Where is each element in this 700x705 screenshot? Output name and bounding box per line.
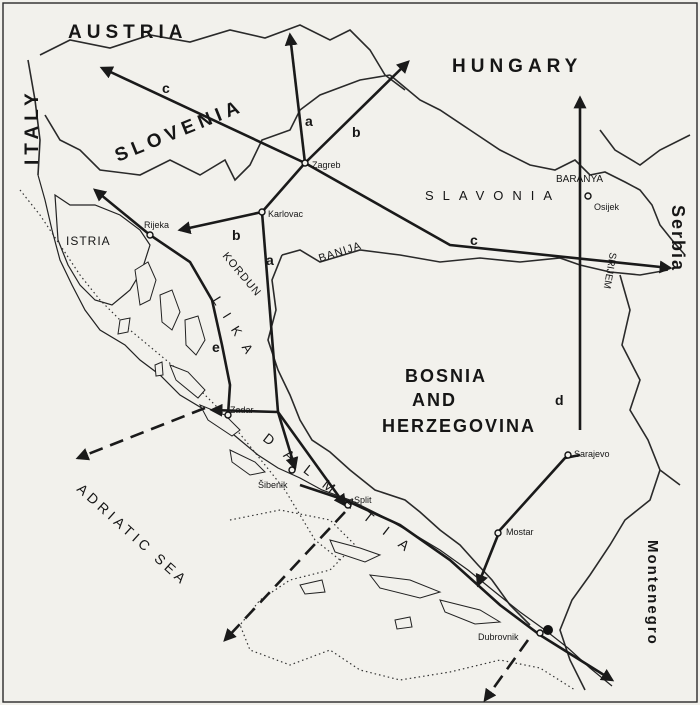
dubrovnik-label: Dubrovnik	[478, 632, 519, 642]
route-d-south	[475, 453, 581, 588]
route-a-north	[284, 32, 307, 164]
route-arrows	[92, 32, 673, 682]
bosnia-croatia-west-border	[267, 254, 531, 626]
italy-border	[27, 59, 41, 176]
slavonia-label: SLAVONIA	[425, 188, 561, 203]
hungary-east-border	[599, 129, 691, 166]
karlovac-label: Karlovac	[268, 209, 304, 219]
sibenik-label: Šibenik	[258, 480, 288, 490]
sea-route-split	[223, 511, 346, 642]
route-a-label-north: a	[305, 113, 313, 129]
route-a-label-south: a	[266, 252, 274, 268]
adriatic-sea-label: ADRIATIC SEA	[74, 480, 192, 588]
route-a-south	[260, 211, 280, 413]
serbia-label: Serbia	[668, 205, 688, 272]
and-label: AND	[412, 390, 457, 410]
bosnia-east-border	[619, 274, 681, 486]
sea-route-dubrovnik	[483, 639, 530, 703]
baranya-label: BARANYA	[556, 174, 603, 185]
italy-label: ITALY	[22, 88, 43, 165]
sarajevo-dot	[564, 451, 572, 459]
herzegovina-label: HERZEGOVINA	[382, 416, 536, 436]
bosnia-croatia-north-border	[281, 249, 669, 276]
border-point-marker	[543, 625, 553, 635]
austria-label: AUSTRIA	[68, 22, 187, 43]
istria-label: ISTRIA	[66, 234, 111, 248]
karlovac-dot	[258, 208, 266, 216]
sea-route-zadar	[75, 406, 206, 461]
osijek-dot	[584, 192, 592, 200]
route-d-label: d	[555, 392, 564, 408]
route-c-label-east: c	[470, 232, 478, 248]
route-a-split	[276, 411, 347, 508]
route-b-southwest	[261, 162, 306, 213]
route-c-northwest	[99, 66, 306, 165]
route-c-label-west: c	[162, 80, 170, 96]
mainland-coastline	[37, 174, 613, 687]
sarajevo-label: Sarajevo	[574, 449, 610, 459]
route-b-karlovac-rijeka	[177, 210, 263, 235]
istria-coast	[54, 193, 151, 306]
zagreb-label: Zagreb	[312, 160, 341, 170]
zagreb-dot	[301, 159, 309, 167]
route-a-zadar	[209, 403, 279, 417]
route-e-label: e	[212, 339, 220, 355]
route-b-label-south: b	[232, 227, 241, 243]
hungary-croatia-border	[389, 74, 686, 256]
zadar-dot	[224, 411, 232, 419]
bosnia-label: BOSNIA	[405, 366, 487, 386]
sea-route-arrows	[75, 406, 530, 703]
montenegro-label: Montenegro	[644, 540, 661, 646]
slovenia-croatia-border	[44, 74, 391, 182]
split-dot	[344, 501, 352, 509]
islands	[117, 261, 502, 630]
sibenik-dot	[288, 466, 296, 474]
route-b-northeast	[304, 60, 410, 164]
mostar-label: Mostar	[506, 527, 534, 537]
city-dots	[146, 159, 592, 637]
montenegro-border	[559, 469, 661, 691]
dubrovnik-dot	[536, 629, 544, 637]
slovenia-label: SLOVENIA	[112, 96, 247, 167]
rijeka-label: Rijeka	[144, 220, 169, 230]
route-c-east	[304, 161, 673, 274]
mostar-dot	[494, 529, 502, 537]
rijeka-dot	[146, 231, 154, 239]
route-coastal-south	[299, 483, 615, 682]
kordun-label: KORDUN	[220, 250, 264, 299]
zadar-label: Zadar	[230, 405, 254, 415]
osijek-label: Osijek	[594, 202, 620, 212]
hungary-label: HUNGARY	[452, 56, 582, 77]
split-label: Split	[354, 495, 372, 505]
route-a-sibenik	[276, 411, 299, 471]
banija-label: BANIJA	[317, 240, 363, 265]
route-b-label-north: b	[352, 124, 361, 140]
austria-slovenia-border	[39, 24, 406, 91]
